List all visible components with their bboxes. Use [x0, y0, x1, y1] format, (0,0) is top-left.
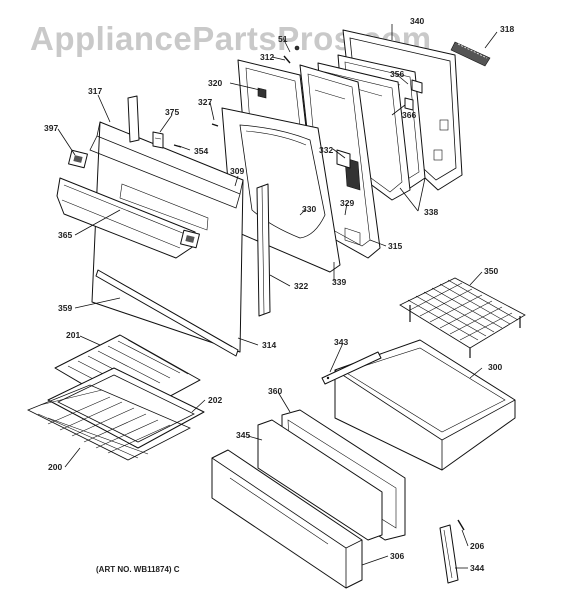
part-350-oven-rack	[399, 277, 526, 358]
callout-320: 320	[208, 78, 222, 88]
part-397-handle-endcap	[68, 149, 200, 249]
part-322-door-side-trim	[256, 183, 271, 317]
callout-322: 322	[294, 281, 308, 291]
callout-366: 366	[402, 110, 416, 120]
callout-318: 318	[500, 24, 514, 34]
callout-343: 343	[334, 337, 348, 347]
callout-201: 201	[66, 330, 80, 340]
callout-300: 300	[488, 362, 502, 372]
callout-206: 206	[470, 541, 484, 551]
part-375-hinge-clip	[152, 131, 182, 149]
callout-315: 315	[388, 241, 402, 251]
callout-356: 356	[390, 69, 404, 79]
callout-330: 330	[302, 204, 316, 214]
callout-51: 51	[278, 34, 288, 44]
callout-312: 312	[260, 52, 274, 62]
callout-200: 200	[48, 462, 62, 472]
part-365-door-handle	[56, 177, 198, 259]
callout-317: 317	[88, 86, 102, 96]
callout-327: 327	[198, 97, 212, 107]
part-356-hinge-bracket	[404, 79, 423, 111]
callout-332: 332	[319, 145, 333, 155]
callout-397: 397	[44, 123, 58, 133]
part-359-door-bottom-trim	[95, 269, 239, 357]
part-300-storage-drawer	[334, 339, 516, 471]
callout-354: 354	[194, 146, 208, 156]
callout-375: 375	[165, 107, 179, 117]
art-number: (ART NO. WB11874) C	[96, 565, 180, 574]
callout-309: 309	[230, 166, 244, 176]
callout-329: 329	[340, 198, 354, 208]
callout-345: 345	[236, 430, 250, 440]
callout-360: 360	[268, 386, 282, 396]
callout-339: 339	[332, 277, 346, 287]
part-345-drawer-panel	[257, 419, 383, 541]
callout-338: 338	[424, 207, 438, 217]
callout-314: 314	[262, 340, 276, 350]
part-344-drawer-glide	[439, 519, 465, 584]
callout-359: 359	[58, 303, 72, 313]
part-202-broiler-pan	[47, 367, 205, 449]
leader-lines	[57, 24, 498, 569]
part-200-oven-rack	[27, 384, 191, 461]
callout-350: 350	[484, 266, 498, 276]
part-post-cylinder	[127, 95, 140, 143]
part-343-drawer-rail	[321, 351, 382, 385]
part-318-door-gasket	[450, 41, 491, 67]
part-327-screw	[211, 45, 300, 127]
callout-labels: 340 318 51 312 356 320 366 317 327 375 3…	[44, 16, 514, 573]
callout-365: 365	[58, 230, 72, 240]
callout-340: 340	[410, 16, 424, 26]
callout-202: 202	[208, 395, 222, 405]
callout-306: 306	[390, 551, 404, 561]
part-306-drawer-front	[211, 449, 363, 589]
callout-344: 344	[470, 563, 484, 573]
